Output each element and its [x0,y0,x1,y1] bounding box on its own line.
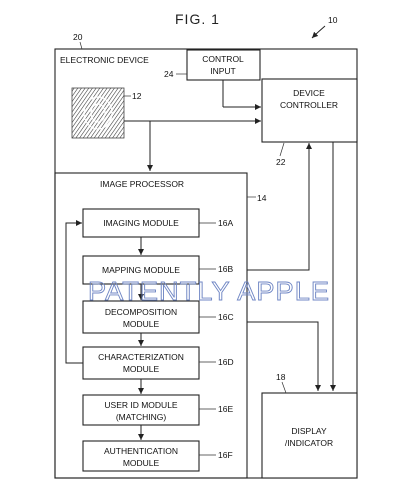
image-processor-frame [54,172,248,479]
ref-fingerprint: 12 [132,91,142,101]
display-indicator-box [261,392,358,479]
ref-display: 18 [276,372,286,382]
ref-display-leader [281,381,287,394]
characterization-module-box [82,346,200,380]
authentication-module-label-2: MODULE [123,458,160,468]
control-input-box [186,49,261,81]
user-id-module-label-1: USER ID MODULE [104,400,178,410]
arrow-processor-to-controller [247,143,312,271]
figure-title: FIG. 1 [175,11,220,27]
characterization-module-label-1: CHARACTERIZATION [98,352,184,362]
ref-electronic-device: 20 [73,32,83,42]
ref-device-controller: 22 [276,157,286,167]
ref-system-arrow [311,25,326,39]
ref-decomposition: 16C [218,312,234,322]
ref-characterization: 16D [218,357,234,367]
user-id-module-label-2: (MATCHING) [116,412,167,422]
electronic-device-label: ELECTRONIC DEVICE [60,55,149,65]
ref-device-controller-leader [279,142,285,157]
control-input-label-2: INPUT [210,66,236,76]
ref-electronic-device-leader [79,41,83,50]
ref-user-id: 16E [218,404,233,414]
ref-control-input: 24 [164,69,174,79]
device-controller-label-2: CONTROLLER [280,100,338,110]
patently-apple-watermark: PATENTLY APPLE [88,276,330,306]
authentication-module-box [82,440,200,472]
arrow-processor-to-display [247,321,321,391]
characterization-module-label-2: MODULE [123,364,160,374]
image-processor-label: IMAGE PROCESSOR [100,179,184,189]
ref-authentication: 16F [218,450,233,460]
ref-system: 10 [328,15,338,25]
control-input-label-1: CONTROL [202,54,244,64]
authentication-module-label-1: AUTHENTICATION [104,446,178,456]
display-indicator-label-1: DISPLAY [291,426,327,436]
decomposition-module-label-1: DECOMPOSITION [105,307,177,317]
device-controller-label-1: DEVICE [293,88,325,98]
decomposition-module-box [82,300,200,334]
mapping-module-label: MAPPING MODULE [102,265,180,275]
fingerprint-image [71,87,125,139]
device-controller-box [261,78,358,143]
arrow-feedback-loop [65,220,83,364]
user-id-module-box [82,394,200,426]
decomposition-module-label-2: MODULE [123,319,160,329]
ref-image-processor: 14 [257,193,267,203]
ref-mapping: 16B [218,264,233,274]
imaging-module-label: IMAGING MODULE [103,218,179,228]
ref-imaging: 16A [218,218,233,228]
display-indicator-label-2: /INDICATOR [285,438,333,448]
